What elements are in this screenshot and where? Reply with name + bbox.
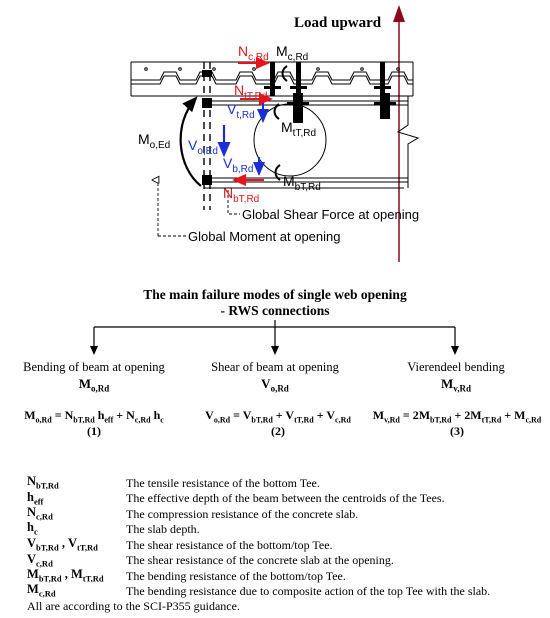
label-mtt-rd: MtT,Rd xyxy=(281,119,316,139)
label-nbt-rd: NbT,Rd xyxy=(223,185,259,205)
section-subtitle: - RWS connections xyxy=(220,303,330,318)
mode-shear: Shear of beam at opening Vo,Rd xyxy=(185,360,365,394)
load-label: Load upward xyxy=(294,15,382,31)
shear-force-note: Global Shear Force at opening xyxy=(242,207,419,222)
label-vt-rd: Vt,Rd xyxy=(227,101,255,121)
def-text-nbt: The tensile resistance of the bottom Tee… xyxy=(126,476,320,490)
equation-3: Mv,Rd = 2MbT,Rd + 2MtT,Rd + Mc,Rd (3) xyxy=(364,408,550,439)
mode-vierendeel-name: Vierendeel bending xyxy=(407,360,505,374)
label-mo-ed: Mo,Ed xyxy=(138,131,170,151)
def-symbol-heff: heff xyxy=(27,490,44,507)
equation-2-number: (2) xyxy=(271,424,285,439)
def-symbol-vc: Vc,Rd xyxy=(27,552,53,569)
equation-1-number: (1) xyxy=(87,424,101,439)
def-text-nc: The compression resistance of the concre… xyxy=(126,507,359,521)
footer-note: All are according to the SCI-P355 guidan… xyxy=(27,599,240,613)
def-text-vbt-vtt: The shear resistance of the bottom/top T… xyxy=(126,538,333,552)
def-text-mc: The bending resistance due to composite … xyxy=(126,584,491,598)
def-symbol-mc: Mc,Rd xyxy=(27,582,56,599)
global-moment-arrow xyxy=(179,96,202,187)
mode-shear-name: Shear of beam at opening xyxy=(211,360,339,374)
mode-vierendeel: Vierendeel bending Mv,Rd xyxy=(366,360,546,394)
moment-note: Global Moment at opening xyxy=(188,229,340,244)
label-vo-ed: Vo,Ed xyxy=(188,137,218,157)
def-text-heff: The effective depth of the beam between … xyxy=(126,491,445,505)
tree-connector xyxy=(90,320,459,355)
mode-shear-symbol: Vo,Rd xyxy=(261,376,289,394)
equation-2: Vo,Rd = VbT,Rd + VtT,Rd + Vc,Rd (2) xyxy=(186,408,370,439)
def-text-hc: The slab depth. xyxy=(126,522,200,536)
cut-section xyxy=(202,62,212,210)
section-title: The main failure modes of single web ope… xyxy=(143,287,407,302)
def-symbol-vbt-vtt: VbT,Rd , VtT,Rd xyxy=(27,536,98,553)
label-vb-rd: Vb,Rd xyxy=(223,155,253,175)
mtt-rd-hook xyxy=(273,103,280,120)
def-text-vc: The shear resistance of the concrete sla… xyxy=(126,553,394,567)
def-text-mbt-mtt: The bending resistance of the bottom/top… xyxy=(126,569,346,583)
mc-rd-hook xyxy=(281,65,288,82)
def-symbol-nbt: NbT,Rd xyxy=(27,474,59,491)
opening-diagram: Load upward xyxy=(130,5,420,262)
web-opening xyxy=(253,103,327,177)
mode-bending-symbol: Mo,Rd xyxy=(78,376,110,394)
load-arrow xyxy=(393,5,405,262)
label-nc-rd: Nc,Rd xyxy=(238,43,269,63)
shear-studs xyxy=(264,62,396,123)
steel-beam xyxy=(204,96,420,189)
label-ntt-rd: NtT,Rd xyxy=(234,82,267,102)
mode-vierendeel-symbol: Mv,Rd xyxy=(440,376,472,394)
label-mbt-rd: MbT,Rd xyxy=(283,173,321,193)
def-symbol-hc: hc xyxy=(27,520,38,537)
equation-3-number: (3) xyxy=(450,424,464,439)
mbt-rd-hook xyxy=(274,164,281,181)
def-symbol-mbt-mtt: MbT,Rd , MtT,Rd xyxy=(27,567,104,584)
equation-1: Mo,Rd = NbT,Rd heff + Nc,Rd hc (1) xyxy=(2,408,186,439)
def-symbol-nc: Nc,Rd xyxy=(27,505,53,522)
mode-bending-name: Bending of beam at opening xyxy=(23,360,165,374)
mode-bending: Bending of beam at opening Mo,Rd xyxy=(4,360,184,394)
leader-lines xyxy=(158,180,240,237)
label-mc-rd: Mc,Rd xyxy=(276,43,308,63)
